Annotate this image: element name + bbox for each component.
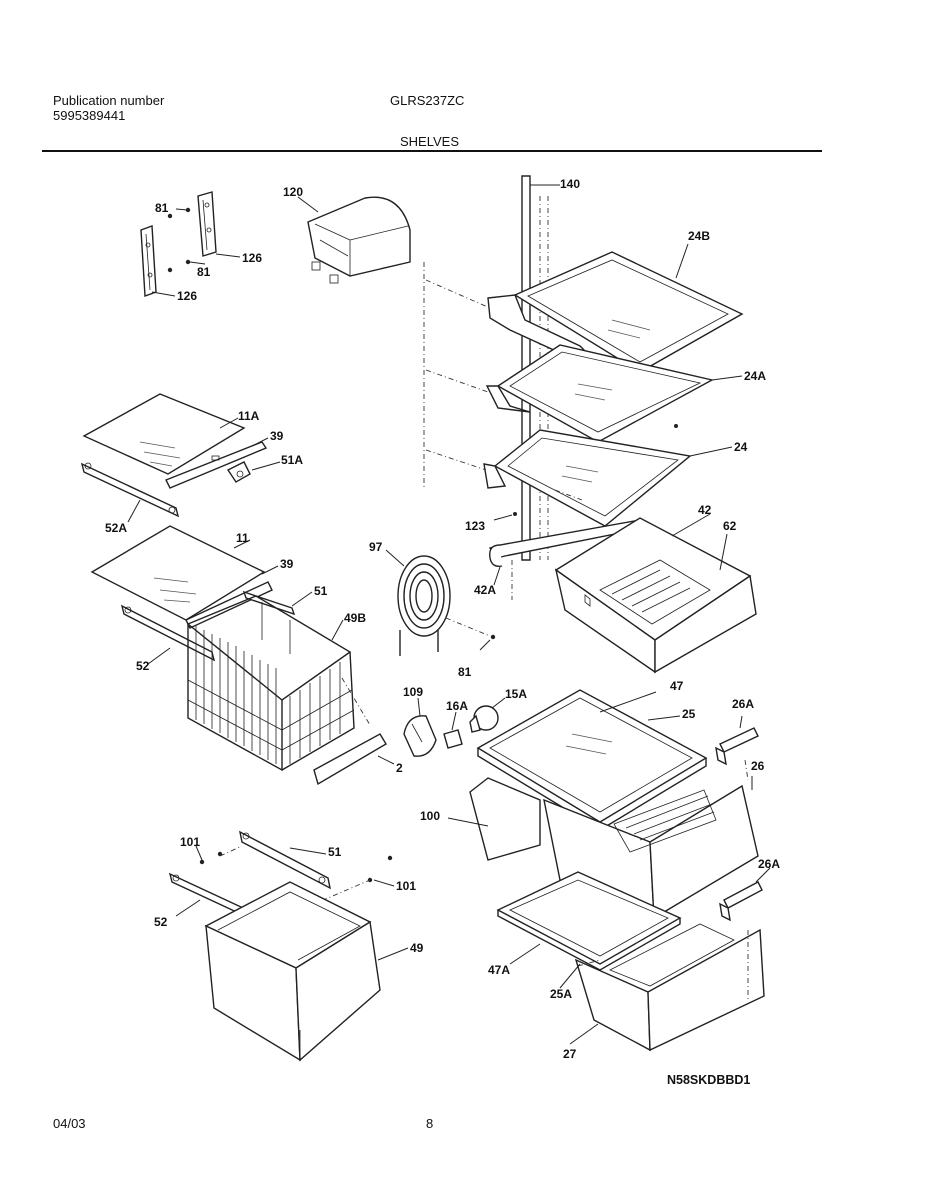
header-rule	[42, 150, 822, 152]
callout-25a: 25A	[550, 987, 572, 1001]
callout-97: 97	[369, 540, 383, 554]
part-97-evaporator-coil	[397, 555, 451, 656]
part-26a-upper-bracket	[715, 727, 759, 766]
model-number: GLRS237ZC	[390, 93, 465, 108]
callout-24: 24	[734, 440, 748, 454]
part-51-slide-lower	[239, 830, 331, 890]
callout-109: 109	[403, 685, 423, 699]
callout-126-upper: 126	[242, 251, 262, 265]
part-2-basket-trim	[313, 733, 387, 786]
callout-140: 140	[560, 177, 580, 191]
callout-11a: 11A	[238, 409, 260, 423]
part-52-rail	[120, 604, 216, 662]
callout-81-center: 81	[458, 665, 472, 679]
part-126-bracket-upper	[197, 191, 217, 257]
callout-25: 25	[682, 707, 696, 721]
callout-120: 120	[283, 185, 303, 199]
callout-42a: 42A	[474, 583, 496, 597]
part-27-pan	[574, 923, 765, 1052]
part-126-bracket-lower	[140, 225, 157, 297]
part-81-screws	[167, 207, 191, 273]
publication-number: 5995389441	[53, 108, 126, 123]
callout-26a-upper: 26A	[732, 697, 754, 711]
part-100-divider	[469, 777, 541, 861]
callout-26a-lower: 26A	[758, 857, 780, 871]
callout-126-lower: 126	[177, 289, 197, 303]
part-24-shelf	[483, 429, 692, 527]
part-101-screws	[199, 851, 393, 883]
page-number: 8	[426, 1116, 434, 1131]
part-26a-lower-bracket	[719, 881, 763, 922]
part-49-freezer-bin	[204, 881, 381, 1062]
part-11-glass-shelf	[90, 525, 266, 621]
callout-16a: 16A	[446, 699, 468, 713]
part-16a-light-socket	[443, 729, 463, 749]
part-26-pan	[543, 784, 759, 920]
callout-24a: 24A	[744, 369, 766, 383]
callout-81-upper: 81	[155, 201, 169, 215]
part-24a-shelf	[485, 344, 714, 443]
publication-label: Publication number	[53, 93, 165, 108]
part-15a-light-bulb	[469, 705, 499, 733]
callout-81-lower: 81	[197, 265, 211, 279]
callout-42: 42	[698, 503, 712, 517]
callout-51: 51	[314, 584, 328, 598]
callout-47a: 47A	[488, 963, 510, 977]
part-49b-wire-basket	[186, 595, 355, 772]
part-52a-rail	[80, 462, 180, 518]
footer-date: 04/03	[53, 1116, 86, 1131]
callout-52: 52	[136, 659, 150, 673]
callout-101-right: 101	[396, 879, 416, 893]
callout-100: 100	[420, 809, 440, 823]
callout-26: 26	[751, 759, 765, 773]
callout-51a: 51A	[281, 453, 303, 467]
diagram-code: N58SKDBBD1	[667, 1073, 751, 1087]
part-62-crisper-drawer	[554, 517, 757, 674]
section-title: SHELVES	[400, 134, 460, 149]
part-11a-glass-shelf	[82, 393, 246, 475]
callout-123: 123	[465, 519, 485, 533]
callout-52-lower: 52	[154, 915, 168, 929]
callout-39-upper: 39	[270, 429, 284, 443]
callout-15a: 15A	[505, 687, 527, 701]
callout-101-left: 101	[180, 835, 200, 849]
callout-49: 49	[410, 941, 424, 955]
part-109-light-housing	[403, 715, 437, 757]
callout-24b: 24B	[688, 229, 710, 243]
callout-47: 47	[670, 679, 684, 693]
callout-51-lower: 51	[328, 845, 342, 859]
part-39-trim-upper	[165, 441, 268, 489]
callout-2: 2	[396, 761, 403, 775]
callout-52a: 52A	[105, 521, 127, 535]
callout-62: 62	[723, 519, 737, 533]
callout-11: 11	[236, 531, 249, 545]
callout-27: 27	[563, 1047, 577, 1061]
callout-49b: 49B	[344, 611, 366, 625]
part-51a-slide	[226, 461, 251, 483]
part-120-door-bin	[307, 196, 411, 284]
callout-39-lower: 39	[280, 557, 294, 571]
